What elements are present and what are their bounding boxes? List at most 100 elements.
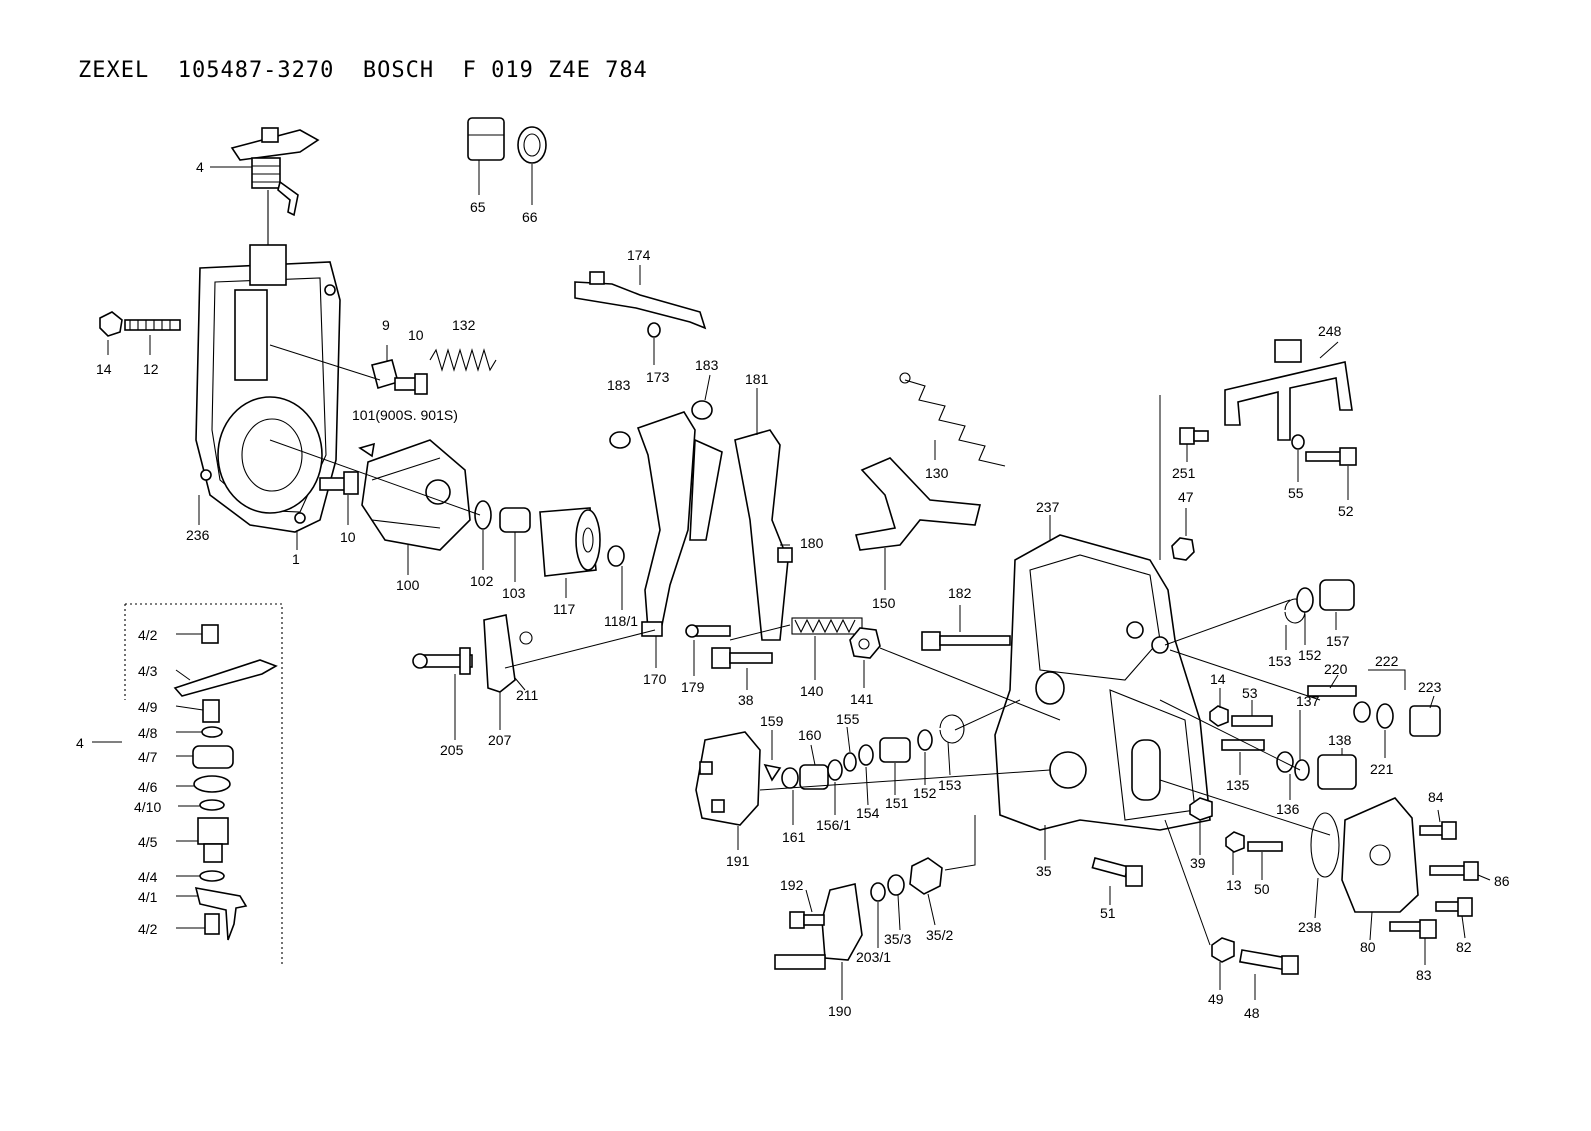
nut-part-14b xyxy=(1209,705,1229,727)
callout-101: 101(900S. 901S) xyxy=(352,407,458,423)
detail-callout-4-1: 4/1 xyxy=(138,889,158,905)
washer-part-203 xyxy=(870,882,886,902)
callout-151: 151 xyxy=(885,795,909,811)
governor-cover-part-237 xyxy=(994,534,1211,831)
screw-part-220 xyxy=(1307,685,1357,697)
plug-part-157 xyxy=(1319,579,1355,611)
callout-207: 207 xyxy=(488,732,512,748)
callout-84: 84 xyxy=(1428,789,1444,805)
sleeve-part-151 xyxy=(879,737,911,763)
callout-136: 136 xyxy=(1276,801,1300,817)
callout-35-3: 35/3 xyxy=(884,931,911,947)
bolt-part-52 xyxy=(1305,447,1357,466)
nut-part-35-2 xyxy=(909,857,943,895)
callout-47: 47 xyxy=(1178,489,1194,505)
sleeve-part-103 xyxy=(499,507,531,533)
detail-callout-4-4: 4/4 xyxy=(138,869,158,885)
detail-callout-4-2: 4/2 xyxy=(138,627,158,643)
callout-14: 14 xyxy=(96,361,112,377)
callout-161: 161 xyxy=(782,829,806,845)
washer-part-35-3 xyxy=(887,874,905,896)
washer-part-102 xyxy=(474,500,492,530)
flyweight-part-100 xyxy=(361,439,471,551)
callout-191: 191 xyxy=(726,853,750,869)
washer-part-55 xyxy=(1291,434,1305,450)
callout-103: 103 xyxy=(502,585,526,601)
cap-part-223 xyxy=(1409,705,1441,737)
callout-100: 100 xyxy=(396,577,420,593)
callout-157: 157 xyxy=(1326,633,1350,649)
callout-38: 38 xyxy=(738,692,754,708)
callout-160: 160 xyxy=(798,727,822,743)
screw-part-50 xyxy=(1247,841,1283,852)
callout-9: 9 xyxy=(382,317,390,333)
bolt-part-51 xyxy=(1091,857,1143,887)
lever-shaft-part-150 xyxy=(855,457,982,551)
callout-141: 141 xyxy=(850,691,874,707)
washer-part-154 xyxy=(858,744,874,766)
callout-152: 152 xyxy=(1298,647,1322,663)
bracket-part-248 xyxy=(1224,339,1353,441)
callout-80: 80 xyxy=(1360,939,1376,955)
callout-192: 192 xyxy=(780,877,804,893)
detail-callout-4: 4 xyxy=(76,735,84,751)
washer-part-66 xyxy=(517,126,547,164)
cover-part-80 xyxy=(1341,797,1419,913)
callout-51: 51 xyxy=(1100,905,1116,921)
sleeve-part-160 xyxy=(799,764,829,790)
callout-118: 118/1 xyxy=(604,613,638,629)
washer-part-156 xyxy=(827,759,843,781)
nut-part-39 xyxy=(1189,797,1213,821)
washer-part-183a xyxy=(609,431,631,449)
lever-part-181 xyxy=(734,429,793,641)
nut-part-13 xyxy=(1225,831,1245,853)
governor-housing-part xyxy=(195,244,341,533)
callout-49: 49 xyxy=(1208,991,1224,1007)
bolt-part-38 xyxy=(711,647,773,669)
detail-callout-4-2b: 4/2 xyxy=(138,921,158,937)
callout-173: 173 xyxy=(646,369,670,385)
callout-135: 135 xyxy=(1226,777,1250,793)
callout-179: 179 xyxy=(681,679,705,695)
nut-part-14 xyxy=(99,311,123,337)
detail-inset-4 xyxy=(124,603,283,965)
leader-lines xyxy=(92,160,1491,1000)
callout-155: 155 xyxy=(836,711,860,727)
o-ring-part-238 xyxy=(1310,812,1340,878)
nut-part-49 xyxy=(1211,937,1235,963)
callout-237: 237 xyxy=(1036,499,1060,515)
screw-part-53 xyxy=(1231,715,1273,727)
callout-10: 10 xyxy=(340,529,356,545)
screw-part-48 xyxy=(1238,949,1299,975)
callout-138: 138 xyxy=(1328,732,1352,748)
callout-159: 159 xyxy=(760,713,784,729)
bolt-part-86 xyxy=(1429,861,1479,881)
shaft-part-205 xyxy=(412,647,473,675)
washer-part-137 xyxy=(1294,759,1310,781)
callout-238: 238 xyxy=(1298,919,1322,935)
callout-236: 236 xyxy=(186,527,210,543)
callout-140: 140 xyxy=(800,683,824,699)
detail-callout-4-6: 4/6 xyxy=(138,779,158,795)
screw-part-135 xyxy=(1221,739,1265,751)
callout-13: 13 xyxy=(1226,877,1242,893)
bolt-part-192 xyxy=(789,911,825,929)
callout-10: 10 xyxy=(408,327,424,343)
diagram-title: ZEXEL 105487-3270 BOSCH F 019 Z4E 784 xyxy=(78,58,648,83)
lever-part-174 xyxy=(574,271,707,330)
callout-153: 153 xyxy=(938,777,962,793)
callout-65: 65 xyxy=(470,199,486,215)
bolt-part-10-upper xyxy=(394,373,428,395)
nut-part-47 xyxy=(1171,537,1195,561)
callout-53: 53 xyxy=(1242,685,1258,701)
lever-part-170 xyxy=(636,411,723,637)
detail-callout-4-9: 4/9 xyxy=(138,699,158,715)
callout-117: 117 xyxy=(553,601,576,617)
lever-part-190 xyxy=(774,883,863,970)
callout-220: 220 xyxy=(1324,661,1348,677)
callout-211: 211 xyxy=(516,687,539,703)
callout-153: 153 xyxy=(1268,653,1292,669)
washer-part-221 xyxy=(1376,703,1394,729)
callout-4: 4 xyxy=(196,159,204,175)
